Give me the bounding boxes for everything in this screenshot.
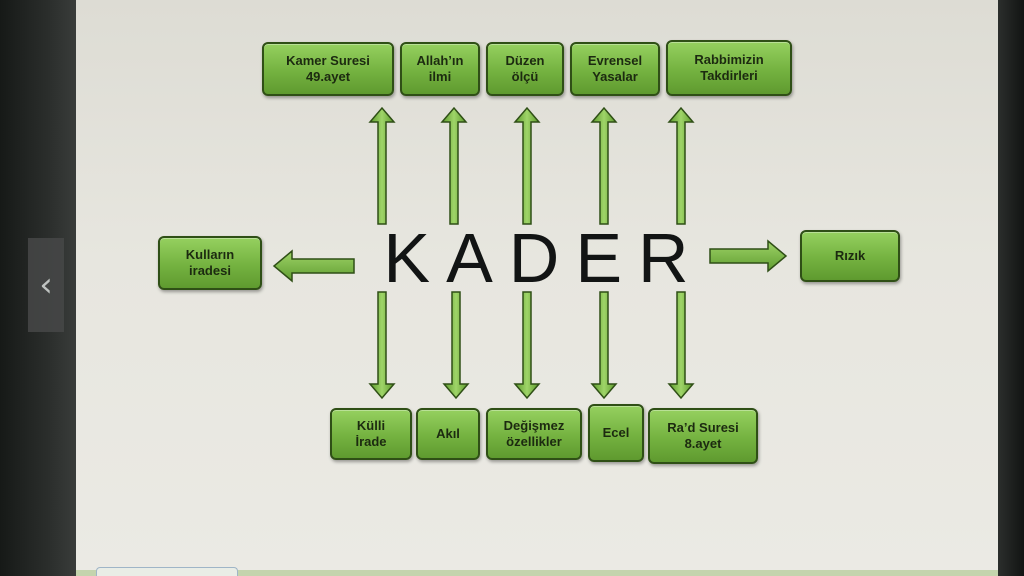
node-ecel: Ecel (588, 404, 644, 462)
arrow-right (709, 239, 788, 273)
arrow-down-5 (667, 291, 695, 400)
node-akil: Akıl (416, 408, 480, 460)
node-rabbimizin-takdirleri: Rabbimizin Takdirleri (666, 40, 792, 96)
slide-canvas: Kamer Suresi 49.ayet Allah’ın ilmi Düzen… (76, 0, 998, 576)
node-rad-suresi: Ra’d Suresi 8.ayet (648, 408, 758, 464)
slide-bottom-bar (76, 570, 998, 576)
arrow-up-1 (368, 106, 396, 225)
arrow-up-4 (590, 106, 618, 225)
arrow-down-4 (590, 291, 618, 400)
arrow-up-3 (513, 106, 541, 225)
slide-bottom-tab[interactable] (96, 567, 238, 576)
node-kullarin-iradesi: Kulların iradesi (158, 236, 262, 290)
arrow-down-3 (513, 291, 541, 400)
arrow-left (272, 249, 355, 283)
previous-slide-button[interactable]: ‹ (28, 238, 64, 332)
central-title-kader: KADER (383, 219, 705, 297)
arrow-layer (272, 106, 788, 400)
node-evrensel-yasalar: Evrensel Yasalar (570, 42, 660, 96)
arrow-down-2 (442, 291, 470, 400)
chevron-left-icon: ‹ (39, 265, 53, 305)
node-degismez-ozellikler: Değişmez özellikler (486, 408, 582, 460)
node-allahin-ilmi: Allah’ın ilmi (400, 42, 480, 96)
arrow-up-2 (440, 106, 468, 225)
node-duzen-olcu: Düzen ölçü (486, 42, 564, 96)
node-kamer-suresi: Kamer Suresi 49.ayet (262, 42, 394, 96)
node-kulli-irade: Külli İrade (330, 408, 412, 460)
node-rizik: Rızık (800, 230, 900, 282)
arrow-up-5 (667, 106, 695, 225)
screen-bezel-right (998, 0, 1024, 576)
arrow-down-1 (368, 291, 396, 400)
